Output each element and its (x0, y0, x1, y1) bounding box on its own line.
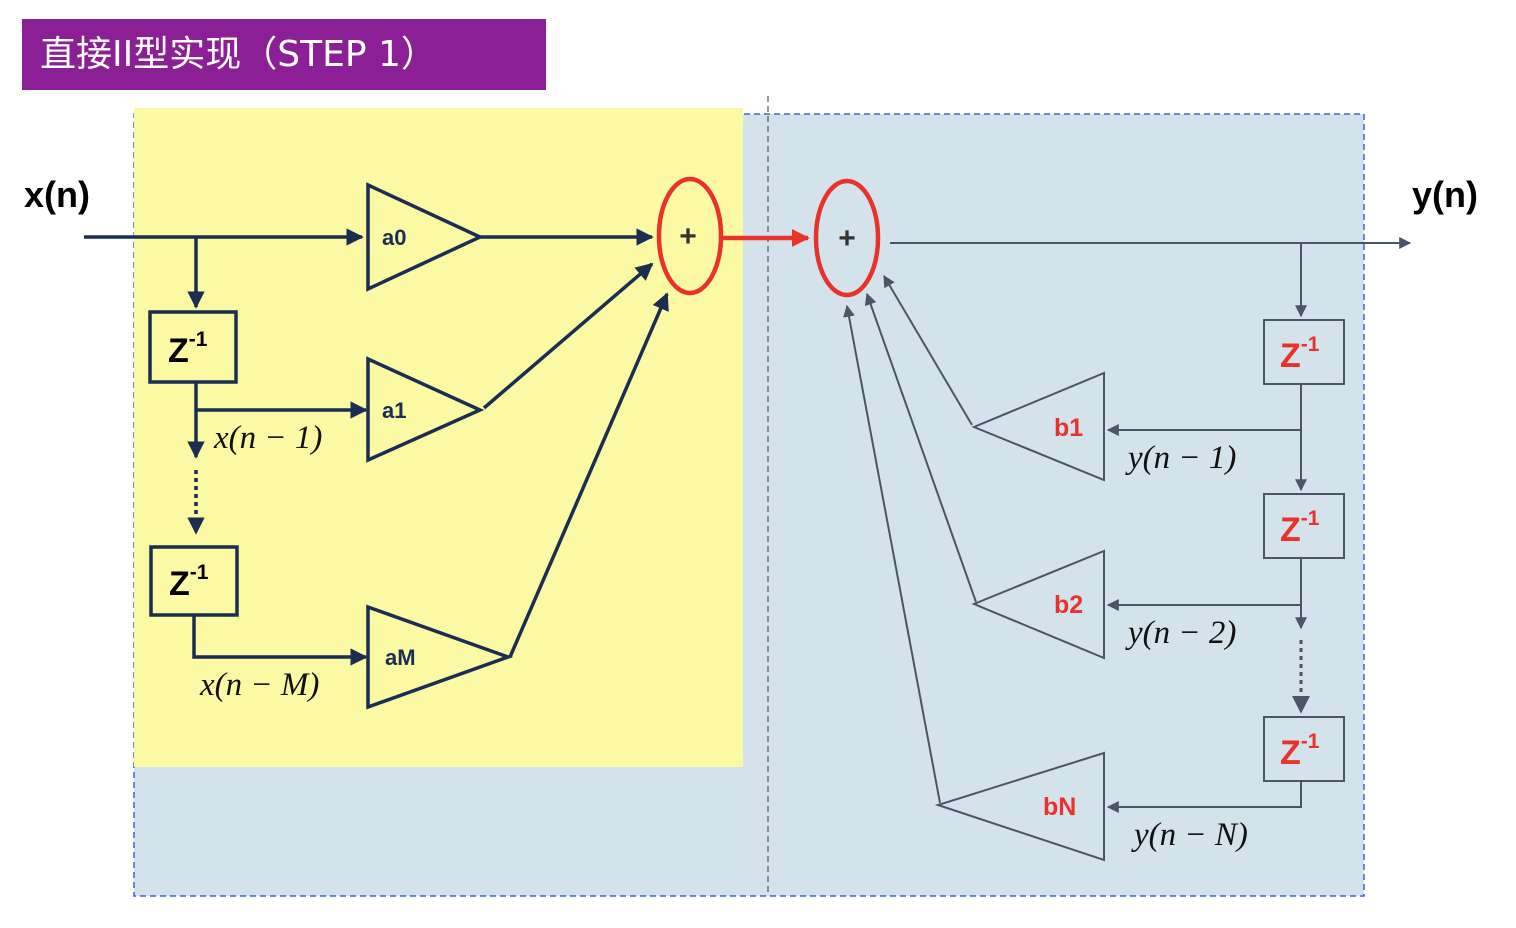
am-out-line (508, 292, 669, 658)
fb-delay-box-n (1263, 716, 1345, 782)
delay-box-1 (148, 310, 238, 384)
fb-delay-label-2: Z-1 (1280, 507, 1320, 549)
tap-bn-line (1106, 781, 1302, 813)
input-label: x(n) (24, 174, 90, 215)
adder-forward-symbol: + (679, 220, 697, 253)
adder-forward (656, 176, 724, 296)
feedback-section (843, 237, 1412, 862)
tap-m-line (192, 615, 368, 666)
gain-b2 (971, 549, 1105, 660)
a1-out-line (482, 262, 654, 410)
forward-section (84, 182, 669, 710)
signal-x-n-m: x(n − M) (199, 667, 319, 703)
coeff-b1-label: b1 (1054, 414, 1083, 442)
page-title: 直接II型实现（STEP 1） (22, 19, 546, 90)
fb-delay-label-n: Z-1 (1280, 730, 1320, 772)
signal-y-n-n: y(n − N) (1131, 817, 1248, 853)
delay-label-1: Z-1 (168, 328, 208, 370)
coeff-am-label: aM (385, 645, 416, 670)
gain-b1 (971, 371, 1105, 482)
b2-out-line (864, 292, 977, 603)
gain-a0 (366, 182, 485, 292)
signal-y-n-1: y(n − 1) (1125, 440, 1236, 476)
gain-bn (934, 751, 1105, 862)
b1-out-line (883, 274, 973, 426)
adder-feedback (813, 178, 881, 298)
gain-am (366, 604, 514, 710)
coeff-a1-label: a1 (382, 398, 406, 423)
coeff-b2-label: b2 (1054, 591, 1083, 619)
fb-delay-box-1 (1263, 319, 1345, 385)
bn-out-line (843, 304, 941, 804)
signal-y-n-2: y(n − 2) (1125, 615, 1236, 651)
adder-feedback-symbol: + (838, 222, 856, 255)
delay-box-m (149, 545, 239, 617)
coeff-bn-label: bN (1043, 793, 1076, 821)
output-label: y(n) (1412, 174, 1478, 215)
coeff-a0-label: a0 (382, 225, 406, 250)
fb-delay-label-1: Z-1 (1280, 333, 1320, 375)
delay-label-m: Z-1 (169, 561, 209, 603)
gain-a1 (366, 356, 485, 463)
signal-x-n-1: x(n − 1) (213, 420, 322, 456)
fb-delay-box-2 (1263, 493, 1345, 559)
